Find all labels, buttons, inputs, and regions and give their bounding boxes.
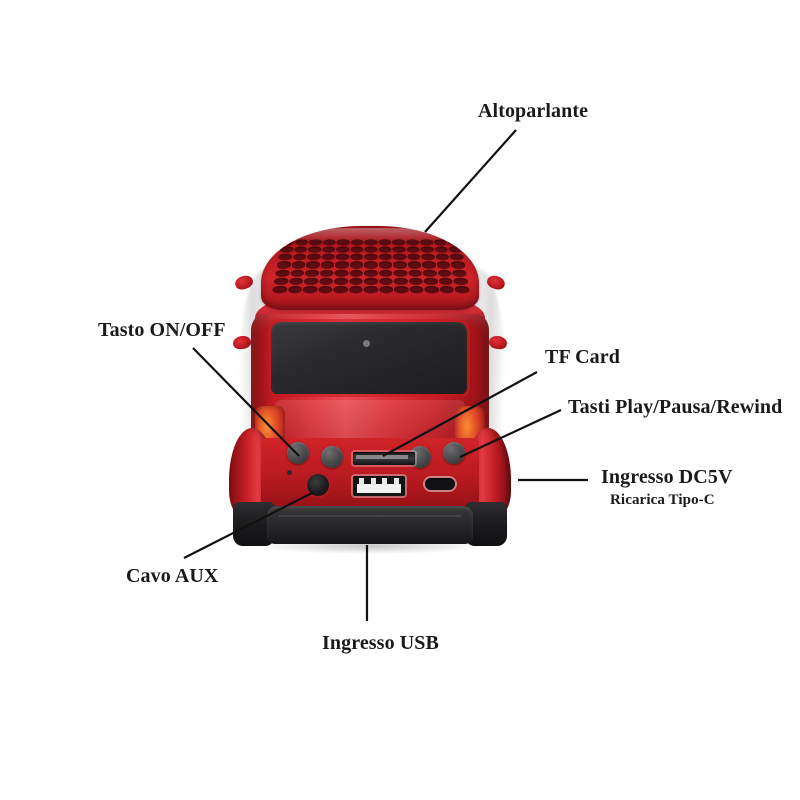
callout-label-tf-card: TF Card <box>545 346 620 368</box>
usb-a-tongue <box>357 484 401 493</box>
callout-label-cavo-aux: Cavo AUX <box>126 565 219 587</box>
callout-label-ingresso-dc5v: Ingresso DC5V <box>601 466 733 488</box>
rear-window <box>271 322 467 394</box>
callout-sublabel-ricarica-tipo-c: Ricarica Tipo-C <box>610 492 715 508</box>
callout-label-altoparlante: Altoparlante <box>478 100 589 122</box>
usb-a-port[interactable] <box>353 476 405 496</box>
product-image-car-speaker <box>205 210 535 560</box>
speaker-grille-panel <box>261 226 479 310</box>
callout-label-ingresso-usb: Ingresso USB <box>322 632 439 654</box>
usb-a-pins <box>359 478 399 485</box>
roof-highlight <box>271 228 471 242</box>
wiper-nub <box>363 340 370 347</box>
rear-port-panel <box>261 438 479 510</box>
led-indicator-hole <box>287 470 292 475</box>
ground-shadow <box>257 538 483 554</box>
aux-jack[interactable] <box>307 474 329 496</box>
speaker-grille-holes <box>271 239 471 294</box>
power-button[interactable] <box>287 442 309 464</box>
playback-button-far-right[interactable] <box>443 442 465 464</box>
tf-card-slot[interactable] <box>353 452 415 465</box>
playback-button-left[interactable] <box>321 446 343 468</box>
callout-label-tasti-play-pausa-rewind: Tasti Play/Pausa/Rewind <box>568 396 783 418</box>
callout-label-tasto-on-off: Tasto ON/OFF <box>98 319 226 341</box>
usb-c-port[interactable] <box>425 478 455 490</box>
bumper-crease <box>279 515 461 517</box>
